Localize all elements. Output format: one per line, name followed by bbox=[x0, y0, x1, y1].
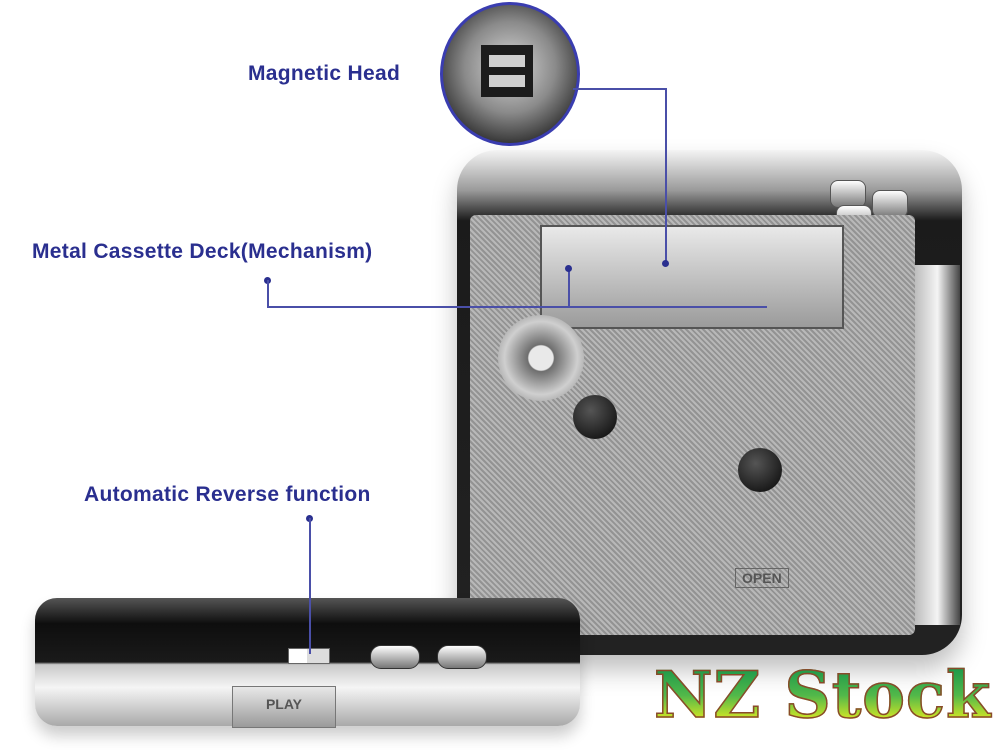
callout-auto-reverse: Automatic Reverse function bbox=[84, 483, 371, 506]
rew-button bbox=[437, 645, 487, 669]
open-label: OPEN bbox=[735, 568, 789, 588]
callout-line bbox=[267, 280, 269, 307]
callout-dot bbox=[662, 260, 669, 267]
top-button bbox=[872, 190, 908, 218]
callout-magnetic-head: Magnetic Head bbox=[248, 62, 401, 85]
cassette-mechanism bbox=[540, 225, 844, 329]
play-button: PLAY bbox=[232, 686, 336, 728]
speaker-reel bbox=[498, 315, 584, 401]
nz-stock-watermark: NZ Stock bbox=[653, 657, 992, 734]
magnetic-head-closeup bbox=[440, 2, 580, 146]
callout-line bbox=[573, 88, 666, 90]
side-panel bbox=[915, 265, 960, 625]
spindle-knob bbox=[573, 395, 617, 439]
spindle-knob bbox=[738, 448, 782, 492]
callout-line bbox=[568, 268, 570, 308]
callout-line bbox=[309, 518, 311, 654]
callout-cassette-deck: Metal Cassette Deck(Mechanism) bbox=[32, 240, 373, 263]
callout-line bbox=[267, 306, 767, 308]
callout-line bbox=[665, 88, 667, 264]
ff-button bbox=[370, 645, 420, 669]
top-button bbox=[830, 180, 866, 208]
callout-dot bbox=[565, 265, 572, 272]
magnetic-head bbox=[481, 45, 533, 97]
